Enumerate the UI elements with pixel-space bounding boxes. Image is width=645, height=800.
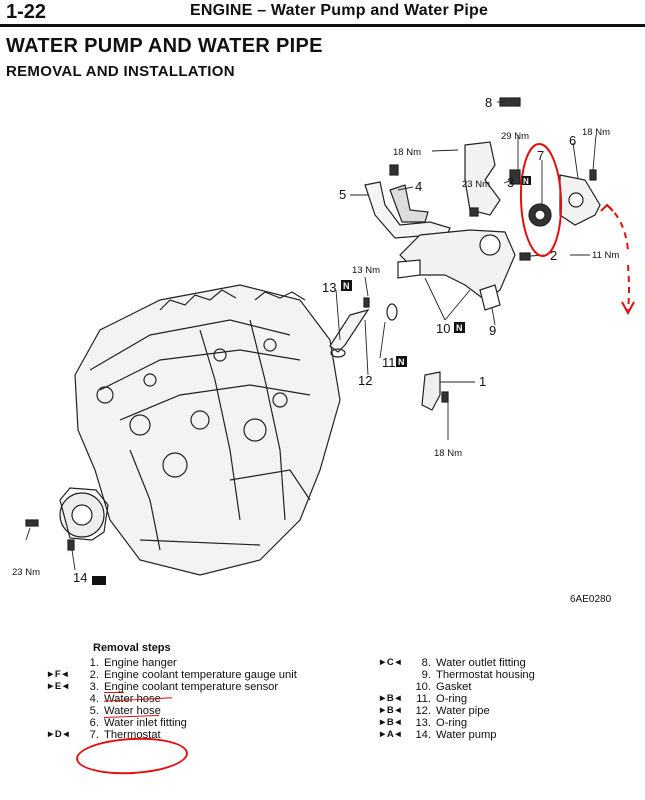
removal-steps-heading: Removal steps (93, 642, 171, 654)
n-marker: N (343, 281, 350, 291)
torque-29nm: 29 Nm (501, 131, 529, 142)
red-annotations (519, 143, 635, 316)
step-9: 9.Thermostat housing (421, 669, 535, 681)
part-label-7: 7 (537, 148, 544, 163)
step-7: ►D◄7.Thermostat (46, 729, 161, 741)
n-markers: N N N N (92, 176, 531, 585)
leader-lines (25, 101, 597, 571)
step-12: ►B◄12.Water pipe (378, 705, 490, 717)
step-8: ►C◄8.Water outlet fitting (378, 657, 526, 669)
part-label-12: 12 (358, 373, 372, 388)
step-3: ►E◄3.Engine coolant temperature sensor (46, 681, 279, 693)
engine-illustration (74, 284, 341, 576)
part-label-5: 5 (339, 187, 346, 202)
step-10: 10.Gasket (415, 681, 472, 693)
part-label-11: 11 (382, 355, 396, 370)
part-label-9: 9 (489, 323, 496, 338)
step-6: 6.Water inlet fitting (89, 717, 187, 729)
removal-steps-left: 1.Engine hanger ►F◄2.Engine coolant temp… (46, 657, 336, 741)
n-marker: N (523, 177, 529, 186)
part-label-6: 6 (569, 133, 576, 148)
torque-18nm-hanger: 18 Nm (434, 448, 462, 459)
torque-13nm: 13 Nm (352, 265, 380, 276)
water-pipe-illustration (329, 297, 398, 358)
red-underline (104, 692, 124, 693)
removal-steps-right: ►C◄8.Water outlet fitting 9.Thermostat h… (378, 657, 628, 741)
part-label-3: 3 (507, 175, 514, 190)
page-header: 1-22 ENGINE – Water Pump and Water Pipe (0, 0, 645, 27)
step-13: ►B◄13.O-ring (378, 717, 468, 729)
part-label-8: 8 (485, 95, 492, 110)
torque-18nm-outlet: 18 Nm (393, 147, 421, 158)
page-subtitle: REMOVAL AND INSTALLATION (6, 63, 235, 80)
water-hoses-illustration (364, 164, 451, 241)
torque-23nm-sensor: 23 Nm (462, 179, 490, 190)
engine-hanger-illustration (421, 371, 449, 411)
n-marker: N (456, 323, 463, 333)
n-marker: N (398, 357, 405, 367)
thermostat-housing-illustration (397, 97, 601, 311)
section-title: ENGINE – Water Pump and Water Pipe (190, 2, 489, 19)
page-number: 1-22 (6, 1, 47, 23)
torque-11nm: 11 Nm (592, 250, 619, 261)
part-label-4: 4 (415, 179, 422, 194)
water-pump-illustration (25, 487, 109, 551)
part-label-13: 13 (322, 280, 336, 295)
part-label-1: 1 (479, 374, 486, 389)
step-14: ►A◄14.Water pump (378, 729, 497, 741)
part-label-14: 14 (73, 570, 87, 585)
step-2: ►F◄2.Engine coolant temperature gauge un… (46, 669, 336, 693)
part-label-10: 10 (436, 321, 450, 336)
torque-18nm-inlet: 18 Nm (582, 127, 610, 138)
part-label-2: 2 (550, 248, 557, 263)
step-4: 4.Water hose (46, 693, 336, 705)
torque-23nm-pump: 23 Nm (12, 567, 40, 578)
page-title: WATER PUMP AND WATER PIPE (6, 35, 323, 57)
red-circle-thermostat (75, 735, 189, 777)
step-1: 1.Engine hanger (89, 657, 177, 669)
step-11: ►B◄11.O-ring (378, 693, 468, 705)
step-5: 5.Water hose (89, 705, 161, 718)
exploded-diagram: 8 7 6 5 4 3 2 13 10 9 11 12 1 14 N N N N… (12, 95, 635, 605)
figure-code: 6AE0280 (570, 594, 612, 605)
